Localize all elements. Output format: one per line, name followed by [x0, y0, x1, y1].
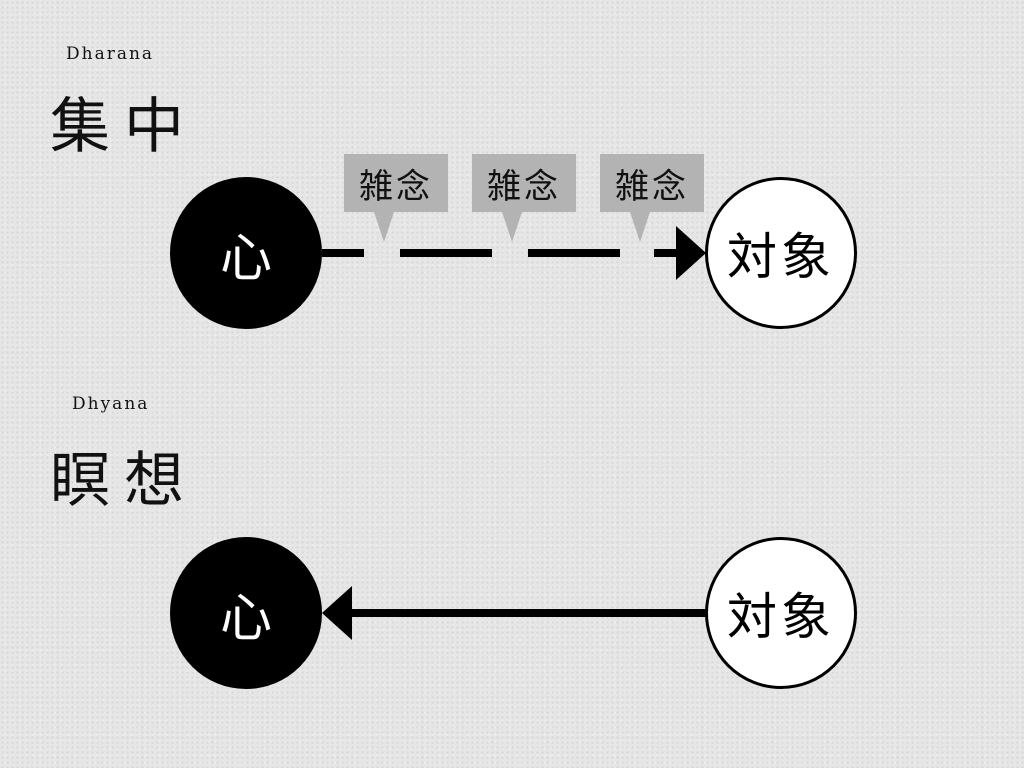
arrowhead-icon	[322, 586, 352, 640]
dhyana-solid-arrow	[322, 586, 706, 640]
dharana-title: 集中	[50, 92, 198, 162]
distraction-bubble: 雑念	[600, 154, 704, 242]
distraction-bubble: 雑念	[472, 154, 576, 242]
dhyana-object-node: 対象	[705, 537, 857, 689]
dharana-object-node: 対象	[705, 177, 857, 329]
dharana-section: Dharana 集中 雑念 雑念 雑念 心 対象	[50, 44, 857, 329]
dharana-mind-node: 心	[170, 177, 322, 329]
arrowhead-icon	[676, 226, 706, 280]
dhyana-title: 瞑想	[50, 446, 198, 516]
dhyana-mind-node: 心	[170, 537, 322, 689]
distraction-bubble: 雑念	[344, 154, 448, 242]
dhyana-romaji: Dhyana	[72, 394, 150, 414]
dharana-romaji: Dharana	[66, 44, 155, 64]
dharana-dashed-arrow	[322, 226, 706, 280]
dhyana-section: Dhyana 瞑想 心 対象	[0, 384, 1024, 768]
